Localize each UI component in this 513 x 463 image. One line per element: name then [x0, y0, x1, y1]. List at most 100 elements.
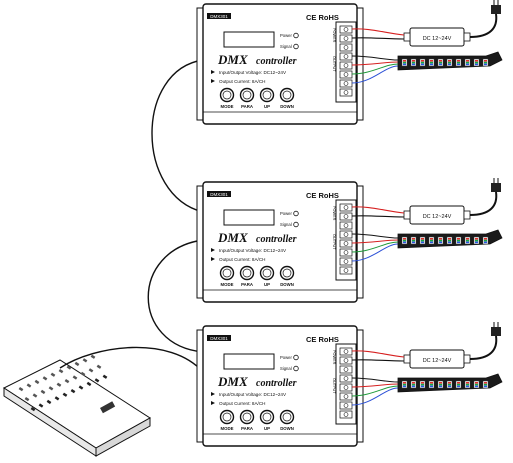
console-fader[interactable]	[96, 364, 102, 369]
terminal-screw[interactable]	[339, 257, 353, 266]
terminal-screw[interactable]	[339, 347, 353, 356]
terminal-screw[interactable]	[339, 88, 353, 97]
button-down[interactable]	[279, 409, 295, 425]
terminal-screw[interactable]	[339, 392, 353, 401]
button-down[interactable]	[279, 87, 295, 103]
button-para[interactable]	[239, 265, 255, 281]
terminal-screw[interactable]	[339, 221, 353, 230]
screw-head	[343, 250, 349, 255]
led-red-die	[484, 238, 487, 240]
console-fader[interactable]	[66, 365, 72, 370]
button-para[interactable]	[239, 409, 255, 425]
console-fader[interactable]	[46, 399, 52, 405]
mains-plug	[491, 327, 501, 336]
led-red-die	[403, 238, 406, 240]
console-fader[interactable]	[90, 354, 96, 359]
button-mode[interactable]	[219, 87, 235, 103]
screw-head	[343, 36, 349, 41]
title-controller: controller	[256, 378, 297, 389]
terminal-screw[interactable]	[339, 230, 353, 239]
terminal-screw[interactable]	[339, 383, 353, 392]
button-up[interactable]	[259, 87, 275, 103]
console-fader[interactable]	[102, 374, 108, 379]
button-down[interactable]	[279, 265, 295, 281]
terminal-screw[interactable]	[339, 34, 353, 43]
console-fader[interactable]	[78, 385, 84, 390]
led-blue-die	[421, 385, 424, 388]
signal-led	[293, 365, 299, 372]
console-fader[interactable]	[24, 397, 30, 402]
console-fader[interactable]	[18, 387, 24, 392]
spec-voltage: Input/Output Voltage: DC12~24V	[219, 70, 287, 75]
terminal-screw[interactable]	[339, 25, 353, 34]
led-green-die	[448, 61, 451, 64]
console-fader[interactable]	[54, 396, 60, 401]
port-power-label: POWER	[332, 28, 336, 43]
console-fader[interactable]	[74, 361, 80, 367]
console-fader[interactable]	[48, 386, 54, 391]
terminal-screw[interactable]	[339, 356, 353, 365]
console-fader[interactable]	[64, 379, 70, 384]
console-fader[interactable]	[38, 403, 44, 408]
terminal-screw[interactable]	[339, 43, 353, 52]
terminal-screw[interactable]	[339, 239, 353, 248]
button-up[interactable]	[259, 409, 275, 425]
title-controller: controller	[256, 56, 297, 67]
screw-head	[343, 385, 349, 390]
terminal-screw[interactable]	[339, 401, 353, 410]
button-mode[interactable]	[219, 409, 235, 425]
console-fader[interactable]	[80, 371, 86, 377]
console-fader[interactable]	[70, 389, 76, 394]
lcd-display	[223, 353, 275, 370]
console-fader[interactable]	[42, 376, 48, 381]
terminal-screw[interactable]	[339, 52, 353, 61]
button-para[interactable]	[239, 87, 255, 103]
button-up[interactable]	[259, 265, 275, 281]
screw-head	[343, 205, 349, 210]
ce-rohs-mark: CE RoHS	[306, 191, 339, 200]
button-ring	[282, 268, 292, 278]
mains-cord	[469, 13, 498, 38]
console-fader[interactable]	[34, 379, 40, 385]
led-green-die	[475, 61, 478, 64]
console-fader[interactable]	[86, 381, 92, 387]
console-fader[interactable]	[32, 393, 38, 398]
terminal-screw[interactable]	[339, 266, 353, 275]
led-blue-die	[430, 63, 433, 66]
console-fader[interactable]	[94, 378, 100, 383]
console-fader[interactable]	[30, 407, 36, 412]
console-fader[interactable]	[88, 368, 94, 373]
terminal-screw[interactable]	[339, 410, 353, 419]
wire-output-common	[351, 55, 399, 61]
console-fader[interactable]	[26, 383, 32, 388]
screw-head	[343, 45, 349, 50]
terminal-screw[interactable]	[339, 61, 353, 70]
lcd-display	[223, 31, 275, 48]
signal-indicator-label: Signal	[280, 366, 292, 371]
terminal-screw[interactable]	[339, 212, 353, 221]
console-fader[interactable]	[50, 372, 56, 377]
terminal-screw[interactable]	[339, 203, 353, 212]
console-fader[interactable]	[58, 369, 64, 374]
led-blue-die	[484, 385, 487, 388]
led-green-die	[430, 239, 433, 242]
terminal-screw[interactable]	[339, 248, 353, 257]
power-supply-tab	[463, 210, 471, 220]
console-fader[interactable]	[40, 389, 46, 395]
console-fader[interactable]	[62, 392, 68, 397]
terminal-screw[interactable]	[339, 374, 353, 383]
led-blue-die	[475, 385, 478, 388]
terminal-screw[interactable]	[339, 79, 353, 88]
led-green-die	[457, 383, 460, 386]
console-fader[interactable]	[56, 382, 62, 387]
led-blue-die	[448, 63, 451, 66]
terminal-screw[interactable]	[339, 365, 353, 374]
arrow-icon	[211, 248, 215, 252]
console-fader[interactable]	[82, 358, 88, 363]
button-ring	[262, 412, 272, 422]
button-mode[interactable]	[219, 265, 235, 281]
terminal-screw[interactable]	[339, 70, 353, 79]
button-ring	[222, 268, 232, 278]
console-fader[interactable]	[72, 375, 78, 380]
